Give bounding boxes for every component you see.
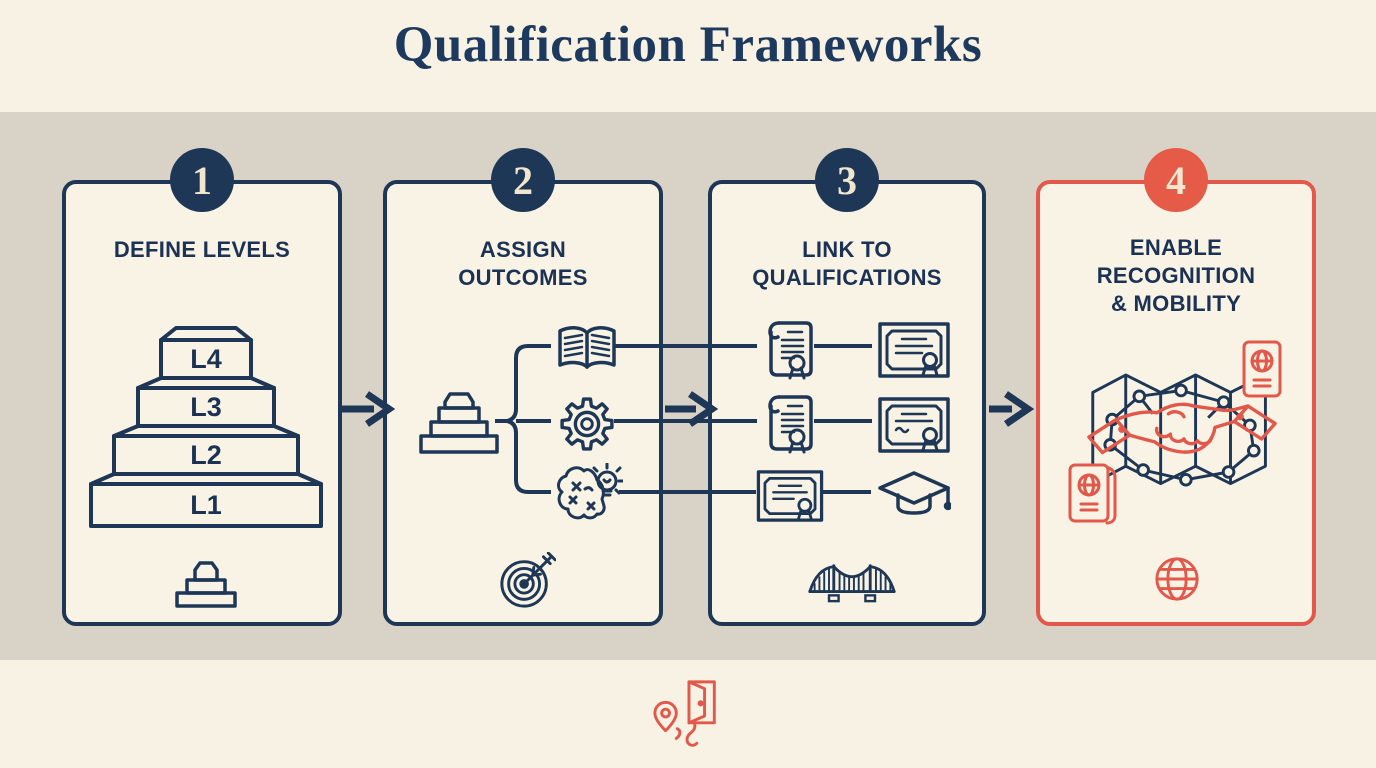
pyramid-icon (419, 392, 499, 454)
step-title-line: OUTCOMES (458, 264, 588, 290)
step-number-badge: 3 (815, 148, 879, 212)
step-title-line: QUALIFICATIONS (752, 264, 942, 290)
pyramid-small-icon (175, 561, 237, 608)
level-label: L2 (190, 440, 222, 470)
gear-icon (560, 397, 614, 451)
step-title-line: ASSIGN (479, 237, 567, 262)
step-title: ASSIGN OUTCOMES (387, 236, 659, 292)
step-title: DEFINE LEVELS (66, 236, 338, 264)
step-title-line: ENABLE (1129, 235, 1223, 260)
step-title-line: & MOBILITY (1110, 290, 1242, 316)
step-panel-link-qualifications: 3 LINK TO QUALIFICATIONS (708, 148, 986, 626)
graduation-cap-icon (878, 471, 951, 515)
step-panel-define-levels: 1 DEFINE LEVELS L4 L3 L2 L1 (62, 148, 342, 626)
step-title-line: DEFINE LEVELS (113, 237, 291, 262)
certificate-icon (878, 322, 950, 378)
handshake-icon (1087, 402, 1277, 455)
target-arrow-icon (500, 552, 556, 608)
step-panel-assign-outcomes: 2 ASSIGN OUTCOMES (383, 148, 663, 626)
certificate-icon (756, 470, 824, 522)
step-title: LINK TO QUALIFICATIONS (712, 236, 982, 292)
page-title: Qualification Frameworks (393, 17, 983, 73)
brain-lightbulb-icon (557, 463, 623, 520)
step-panel-recognition-mobility: 4 ENABLE RECOGNITION & MOBILITY (1036, 148, 1316, 626)
certificate-icon (878, 397, 950, 453)
step-number-badge: 1 (170, 148, 234, 212)
level-label: L4 (190, 344, 222, 374)
map-network-handshake-icon (1087, 373, 1277, 487)
passport-icon (1068, 463, 1117, 525)
level-label: L1 (190, 490, 222, 520)
door-with-location-pin-icon (653, 680, 716, 747)
pyramid-levels-icon: L4 L3 L2 L1 (89, 326, 323, 528)
step-title-line: RECOGNITION (1096, 262, 1256, 288)
step-number-badge: 2 (491, 148, 555, 212)
globe-icon (1155, 557, 1199, 601)
passport-icon (1242, 340, 1282, 398)
scroll-document-icon (768, 321, 813, 380)
scroll-document-icon (768, 395, 813, 454)
step-title-line: LINK TO (802, 237, 892, 262)
open-book-icon (558, 326, 616, 369)
step-title: ENABLE RECOGNITION & MOBILITY (1040, 234, 1312, 318)
bridge-icon (808, 564, 896, 603)
step-number-badge: 4 (1144, 148, 1208, 212)
level-label: L3 (190, 392, 222, 422)
